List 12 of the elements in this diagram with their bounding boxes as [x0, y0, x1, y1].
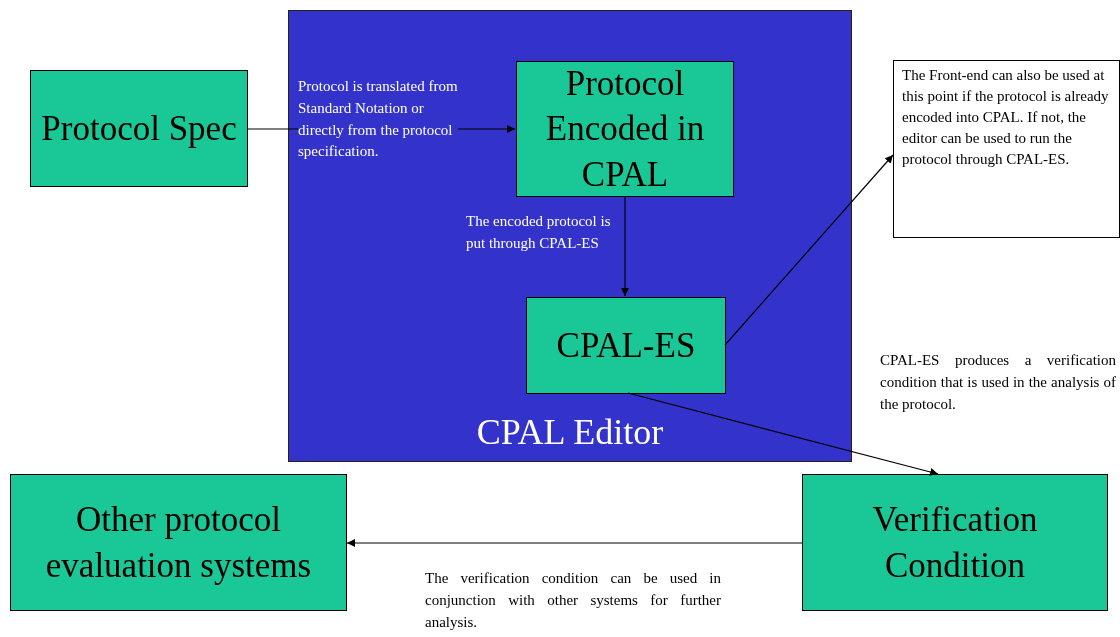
process-box: CPAL-ES: [526, 297, 726, 394]
editor-panel: [288, 10, 852, 462]
note-box: The Front-end can also be used at this point if the protocol is already encoded into CPAL. If not, the editor can be used to run the protocol through CPAL-ES.: [893, 60, 1120, 238]
panel-title: CPAL Editor: [475, 411, 665, 453]
process-box: Protocol Spec: [30, 70, 248, 187]
process-box: Verification Condition: [802, 474, 1108, 611]
arrow: [627, 392, 939, 476]
arrow: [621, 195, 629, 297]
arrow: [724, 154, 894, 346]
process-box: Protocol Encoded in CPAL: [516, 61, 734, 197]
process-box: Other protocol evaluation systems: [10, 474, 347, 611]
arrow: [346, 539, 803, 547]
